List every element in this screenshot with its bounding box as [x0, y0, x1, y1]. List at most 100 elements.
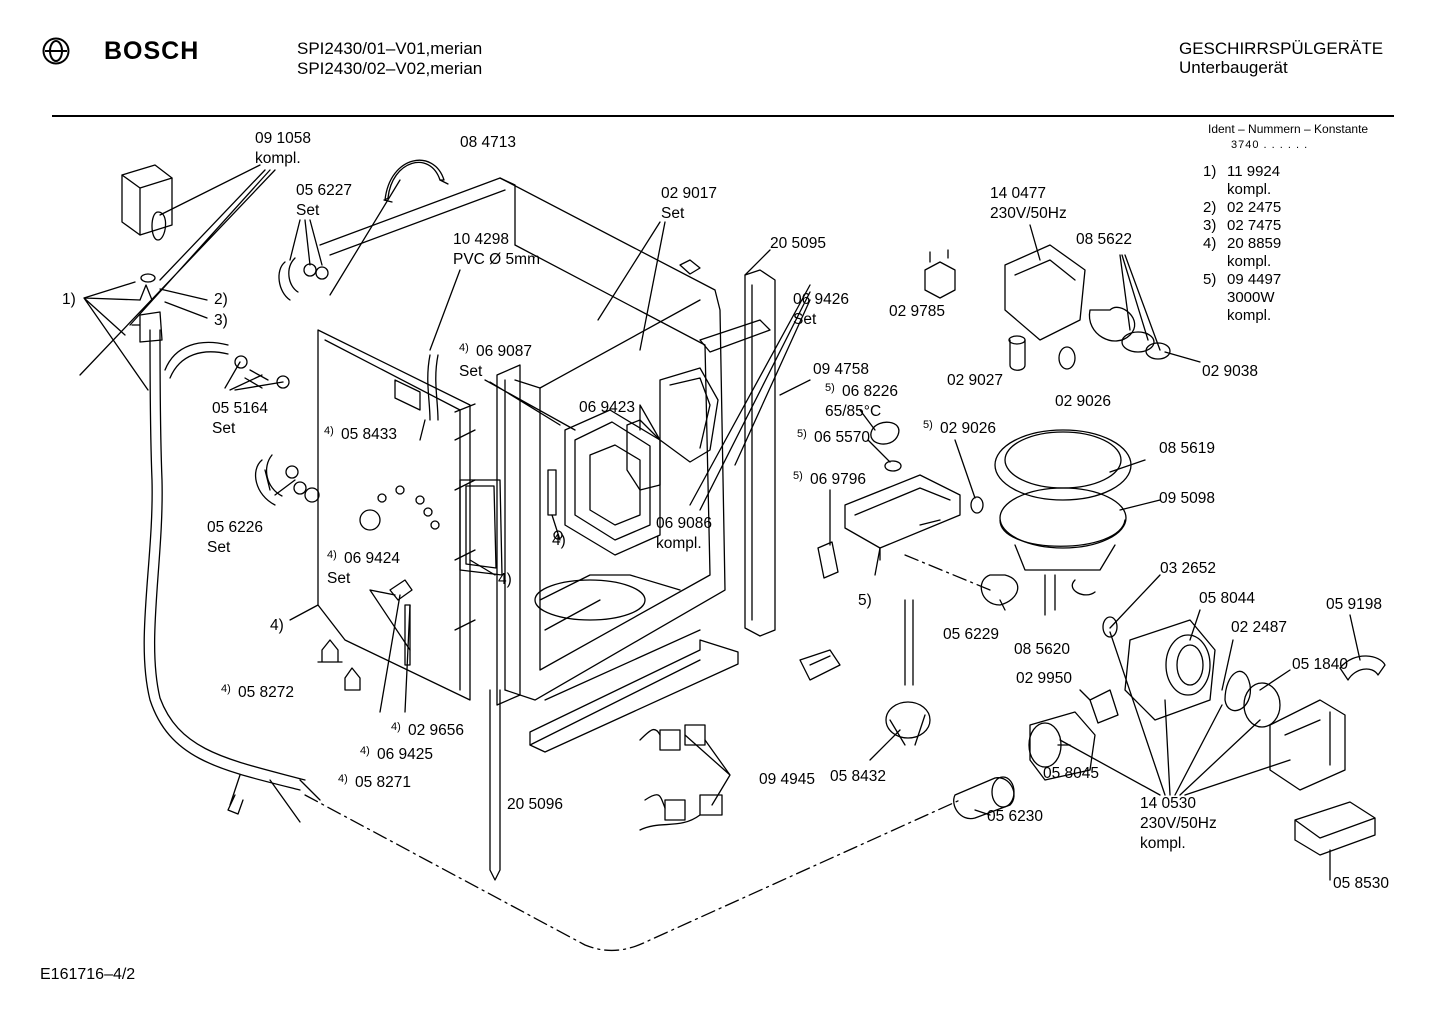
- part-callout: 3): [214, 312, 228, 329]
- part-number: 10 4298: [453, 231, 509, 248]
- part-number: 02 9026: [1055, 393, 1111, 410]
- part-number: 09 1058: [255, 130, 311, 147]
- part-number: 06 9426: [793, 291, 849, 308]
- brand-name: BOSCH: [104, 37, 200, 65]
- legend-index: 4): [1203, 235, 1217, 252]
- part-number: 05 8530: [1333, 875, 1389, 892]
- callout-group-marker: 4): [221, 683, 231, 695]
- part-number: 02 9038: [1202, 363, 1258, 380]
- part-qualifier: kompl.: [1140, 835, 1186, 852]
- part-number: 05 6229: [943, 626, 999, 643]
- part-number: 2): [214, 291, 228, 308]
- part-callout: 05 1840: [1292, 656, 1348, 673]
- drawing-parts: [79, 159, 1386, 952]
- part-callout: 20 5095: [770, 235, 826, 252]
- model-line-2: SPI2430/02–V02,merian: [297, 59, 483, 78]
- part-qualifier: kompl.: [255, 150, 301, 167]
- part-number: 05 8045: [1043, 765, 1099, 782]
- part-number: 06 8226: [842, 383, 898, 400]
- part-callout: 5)02 9026: [923, 419, 996, 437]
- part-callout: 2): [214, 291, 228, 308]
- part-callout: 4)05 8433: [324, 425, 397, 443]
- part-qualifier: Set: [296, 202, 320, 219]
- part-qualifier: Set: [212, 420, 236, 437]
- part-number: 05 8432: [830, 768, 886, 785]
- part-number: 02 9950: [1016, 670, 1072, 687]
- tub-body: [319, 177, 776, 881]
- water-inlet-hose: [143, 329, 321, 823]
- part-callout: 06 9423: [579, 399, 635, 416]
- part-number: 1): [62, 291, 76, 308]
- part-callout: 02 9026: [1055, 393, 1111, 410]
- legend-line: kompl.: [1227, 307, 1272, 324]
- part-callout: 02 9027: [947, 372, 1003, 389]
- part-qualifier: 65/85°C: [825, 403, 881, 420]
- legend-index: 5): [1203, 271, 1217, 288]
- legend-index: 3): [1203, 217, 1217, 234]
- part-callout: 09 4945: [759, 771, 815, 788]
- part-callout: 08 5619: [1159, 440, 1215, 457]
- part-callout: 4) 05 8272: [221, 683, 294, 701]
- part-callout: 09 1058 kompl.: [255, 130, 311, 167]
- part-number: 08 5620: [1014, 641, 1070, 658]
- callout-group-marker: 4): [360, 745, 370, 757]
- part-number: 05 8271: [355, 774, 411, 791]
- part-number: 02 9017: [661, 185, 717, 202]
- wiring-connectors: [639, 724, 723, 831]
- callout-group-marker: 4): [324, 425, 334, 437]
- part-number: 06 9423: [579, 399, 635, 416]
- part-number: 06 5570: [814, 429, 870, 446]
- part-qualifier: 230V/50Hz: [1140, 815, 1217, 832]
- part-callout: 4) 05 8271: [338, 773, 411, 791]
- part-callout: 08 4713: [460, 134, 516, 151]
- part-callout: 09 4758: [813, 361, 869, 378]
- part-number: 05 5164: [212, 400, 268, 417]
- part-qualifier: kompl.: [656, 535, 702, 552]
- part-number: 05 8272: [238, 684, 294, 701]
- part-qualifier: Set: [793, 311, 817, 328]
- door-seal: [459, 479, 503, 576]
- part-number: 14 0477: [990, 185, 1046, 202]
- part-number: 05 6227: [296, 182, 352, 199]
- drain-pump: [1028, 616, 1386, 856]
- part-callout: 08 5620: [1014, 641, 1070, 658]
- part-number: 05 9198: [1326, 596, 1382, 613]
- header-rule: [52, 115, 1394, 117]
- part-number: 02 9785: [889, 303, 945, 320]
- part-qualifier: PVC Ø 5mm: [453, 251, 540, 268]
- callout-group-marker: 4): [459, 342, 469, 354]
- callout-group-marker: 4): [327, 549, 337, 561]
- part-callout: 05 9198: [1326, 596, 1382, 613]
- part-callout: 05 8045: [1043, 765, 1099, 782]
- callout-group-marker: 4): [338, 773, 348, 785]
- model-line-1: SPI2430/01–V01,merian: [297, 39, 483, 58]
- part-callout: 05 8432: [830, 768, 886, 785]
- part-callout: 4) 06 9425: [360, 745, 433, 763]
- part-number: 09 5098: [1159, 490, 1215, 507]
- legend-line: 09 4497: [1227, 271, 1282, 288]
- part-number: 08 5622: [1076, 231, 1132, 248]
- bosch-armature-logo-icon: [42, 37, 70, 65]
- part-number: 06 9425: [377, 746, 433, 763]
- part-number: 14 0530: [1140, 795, 1196, 812]
- sensor-parts: [317, 579, 413, 691]
- hose-clip: [383, 159, 449, 203]
- part-callout: 05 6229: [943, 626, 999, 643]
- part-callout: 5): [858, 592, 872, 609]
- legend-line: 02 7475: [1227, 217, 1282, 234]
- part-number: 4): [498, 571, 512, 588]
- legend-item: 3) 02 7475: [1203, 217, 1281, 235]
- level-switch: [924, 249, 956, 299]
- part-number: 09 4945: [759, 771, 815, 788]
- part-number: 05 6230: [987, 808, 1043, 825]
- part-callout: 4): [270, 617, 284, 634]
